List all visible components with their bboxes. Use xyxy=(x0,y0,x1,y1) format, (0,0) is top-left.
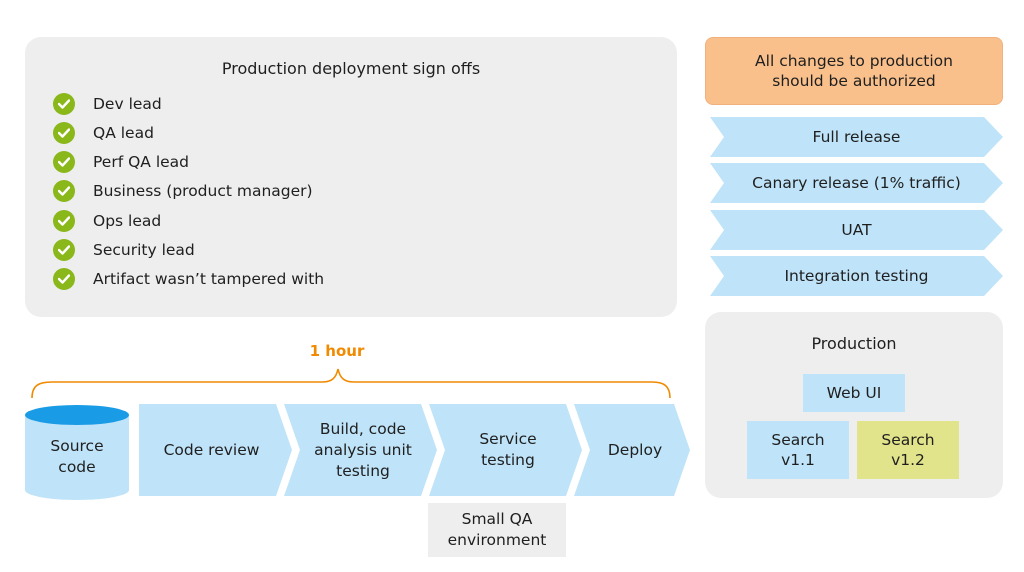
stage-label: Canary release (1% traffic) xyxy=(752,174,961,192)
check-icon xyxy=(53,268,75,290)
check-icon xyxy=(53,93,75,115)
check-icon xyxy=(53,210,75,232)
signoff-item: Dev lead xyxy=(53,92,162,116)
small-qa-environment: Small QA environment xyxy=(428,503,566,557)
signoff-label: Security lead xyxy=(93,241,195,259)
source-code-repository: Source code xyxy=(25,404,129,500)
step-chevron-shape xyxy=(139,404,292,496)
stage-label: UAT xyxy=(841,221,872,239)
check-icon xyxy=(53,180,75,202)
step-build-analysis-testing: Build, code analysis unit testing xyxy=(284,404,437,496)
step-chevron-shape xyxy=(284,404,437,496)
stage-integration-testing: Integration testing xyxy=(710,256,1003,296)
production-panel: Production Web UI Search v1.1 Search v1.… xyxy=(705,312,1003,498)
signoff-label: QA lead xyxy=(93,124,154,142)
signoff-label: Artifact wasn’t tampered with xyxy=(93,270,325,288)
stage-full-release: Full release xyxy=(710,117,1003,157)
database-icon xyxy=(25,405,129,500)
stage-label: Integration testing xyxy=(784,267,929,285)
source-code-label: Source code xyxy=(50,437,104,476)
step-code-review: Code review xyxy=(139,404,292,496)
step-label: Code review xyxy=(163,440,260,459)
stage-label: Full release xyxy=(812,128,901,146)
step-label: Service testing xyxy=(479,430,537,469)
signoff-item: Business (product manager) xyxy=(53,179,313,203)
signoff-panel: Production deployment sign offs Dev lead… xyxy=(25,37,677,317)
signoff-label: Perf QA lead xyxy=(93,153,189,171)
search-v12-box: Search v1.2 xyxy=(857,421,959,479)
step-label: Deploy xyxy=(607,440,663,459)
stage-arrow-shape xyxy=(710,256,1003,296)
step-chevron-shape xyxy=(574,404,690,496)
check-icon xyxy=(53,122,75,144)
duration-brace xyxy=(31,368,671,399)
signoff-item: Security lead xyxy=(53,238,195,262)
authorization-note: All changes to production should be auth… xyxy=(705,37,1003,105)
signoff-item: QA lead xyxy=(53,121,154,145)
signoff-item: Ops lead xyxy=(53,209,161,233)
stage-arrow-shape xyxy=(710,163,1003,203)
signoff-label: Business (product manager) xyxy=(93,182,313,200)
check-icon xyxy=(53,151,75,173)
stage-arrow-shape xyxy=(710,117,1003,157)
signoff-item: Artifact wasn’t tampered with xyxy=(53,267,324,291)
step-chevron-shape xyxy=(429,404,582,496)
check-icon xyxy=(53,239,75,261)
signoff-item: Perf QA lead xyxy=(53,150,189,174)
web-ui-box: Web UI xyxy=(803,374,905,412)
signoff-label: Ops lead xyxy=(93,212,162,230)
production-title: Production xyxy=(811,334,897,353)
signoff-title: Production deployment sign offs xyxy=(221,59,481,78)
step-label: Build, code analysis unit testing xyxy=(314,419,412,480)
stage-canary-release: Canary release (1% traffic) xyxy=(710,163,1003,203)
stage-arrow-shape xyxy=(710,210,1003,250)
step-service-testing: Service testing xyxy=(429,404,582,496)
duration-label: 1 hour xyxy=(309,342,365,360)
signoff-label: Dev lead xyxy=(93,95,162,113)
stage-uat: UAT xyxy=(710,210,1003,250)
step-deploy: Deploy xyxy=(574,404,690,496)
search-v11-box: Search v1.1 xyxy=(747,421,849,479)
